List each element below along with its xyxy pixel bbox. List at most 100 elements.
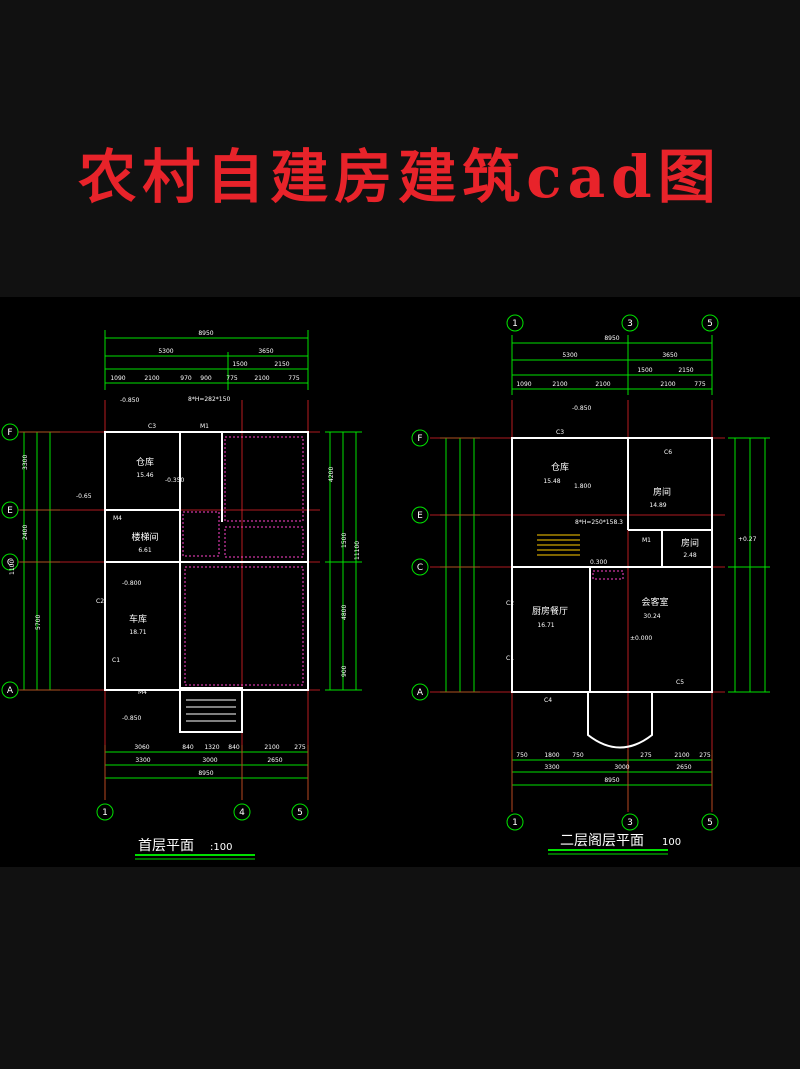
axis-label: 1 [512,319,518,329]
dimension-text: 1800 [544,752,559,759]
dimension-text: 8950 [604,777,619,784]
axis-label: 3 [627,319,633,329]
axis-label: 4 [239,808,245,818]
dimension-text: 5700 [35,615,42,630]
dimension-text: 1320 [204,744,219,751]
axis-label: A [417,688,424,698]
opening-tag: M1 [200,423,209,430]
plan-label: 首层平面 [138,838,194,854]
second-floor-plan: 1 3 5 1 3 5 F E C A 8950 5300 3650 1500 … [411,314,770,855]
axis-label: 5 [297,808,303,818]
opening-tag: C2 [506,600,514,607]
dimension-text: 8950 [604,335,619,342]
axis-label: 5 [707,818,713,828]
dimension-text: 275 [294,744,306,751]
dimension-text: 2100 [674,752,689,759]
dimension-text: 275 [699,752,711,759]
room-area: 15.46 [136,472,153,479]
opening-tag: C4 [544,697,552,704]
axis-label: F [7,428,12,438]
room-name: 仓库 [136,456,154,468]
dimension-text: 840 [228,744,240,751]
room-area: 14.89 [649,502,666,509]
dimension-text: 840 [182,744,194,751]
dimension-text: 2100 [552,381,567,388]
level-mark: ±0.000 [630,635,652,642]
page-title: 农村自建房建筑cad图 [78,143,722,211]
stair-note: 8*H=282*150 [188,396,230,403]
stair-note: 8*H=250*158.3 [575,519,623,526]
dimension-text: 11100 [354,541,361,560]
dimension-text: 775 [694,381,706,388]
dimension-text: 275 [640,752,652,759]
room-area: 15.48 [543,478,560,485]
dimension-text: 2150 [274,361,289,368]
room-name: 楼梯间 [131,531,158,543]
dimension-text: 3650 [662,352,677,359]
level-mark: -0.350 [165,477,185,484]
axis-label: C [417,563,423,573]
dimension-text: 750 [516,752,528,759]
dimension-text: 750 [572,752,584,759]
dimension-text: 900 [341,665,348,677]
dimension-text: 3000 [202,757,217,764]
room-area: 18.71 [129,629,146,636]
axis-label: 1 [102,808,108,818]
dimension-text: 4200 [328,467,335,482]
dimension-text: 3650 [258,348,273,355]
opening-tag: C3 [148,423,156,430]
dimension-text: 900 [200,375,212,382]
room-area: 6.61 [138,547,152,554]
axis-label: 3 [627,818,633,828]
level-mark: -0.850 [120,397,140,404]
room-name: 房间 [681,537,699,549]
axis-label: 5 [707,319,713,329]
axis-label: E [7,506,13,516]
dimension-text: 1500 [232,361,247,368]
dimension-text: 2400 [22,525,29,540]
dimension-text: 1500 [637,367,652,374]
dimension-text: 1100 [9,560,16,575]
plan-label: 二层阁层平面 [560,833,644,849]
axis-label: A [7,686,14,696]
axis-label: E [417,511,423,521]
dimension-text: 2100 [595,381,610,388]
dimension-text: 3060 [134,744,149,751]
axis-label: C [7,558,13,568]
opening-tag: C1 [506,655,514,662]
level-mark: -0.800 [122,580,142,587]
dimension-text: 5300 [158,348,173,355]
dimension-text: 8950 [198,770,213,777]
dimension-text: 2650 [676,764,691,771]
dimension-text: 775 [226,375,238,382]
dimension-text: 2100 [254,375,269,382]
dimension-text: 8950 [198,330,213,337]
dimension-text: 3300 [135,757,150,764]
dimension-text: 1500 [341,533,348,548]
room-area: 30.24 [643,613,660,620]
opening-tag: C5 [676,679,684,686]
opening-tag: C6 [664,449,672,456]
level-mark: 1.800 [574,483,591,490]
dimension-text: 3300 [22,455,29,470]
opening-tag: C3 [556,429,564,436]
room-name: 车库 [129,613,147,625]
plan-scale: :100 [210,842,232,853]
dimension-text: 2650 [267,757,282,764]
room-name: 厨房餐厅 [532,605,568,617]
dimension-text: 2100 [264,744,279,751]
dimension-text: 970 [180,375,192,382]
opening-tag: M4 [138,689,147,696]
dimension-text: 2100 [144,375,159,382]
room-name: 仓库 [551,461,569,473]
level-mark: -0.850 [122,715,142,722]
dimension-text: 775 [288,375,300,382]
plan-scale: 100 [662,837,681,848]
room-name: 会客室 [641,596,668,608]
opening-tag: M4 [113,515,122,522]
opening-tag: C1 [112,657,120,664]
level-mark: +0.27 [738,536,757,543]
first-floor-plan: F E C A 1 4 5 8950 5300 3650 1500 2150 1… [1,330,362,860]
dimension-text: 2150 [678,367,693,374]
